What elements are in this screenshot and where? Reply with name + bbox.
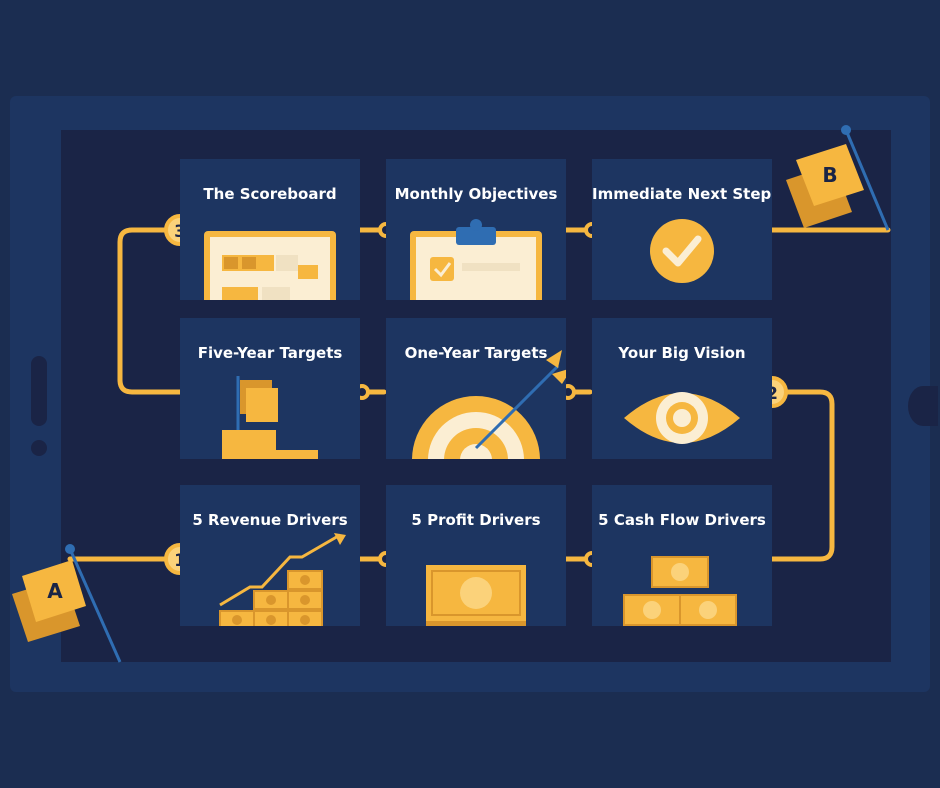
- tablet-camera-dot: [31, 440, 47, 456]
- step-title: The Scoreboard: [203, 185, 337, 203]
- eye-icon: [624, 392, 740, 444]
- step-title: 5 Cash Flow Drivers: [598, 511, 766, 529]
- step-card-scoreboard: The Scoreboard: [180, 159, 360, 300]
- step-card-immediate-next-steps: Immediate Next Steps: [592, 159, 772, 300]
- loop-connector-right: [769, 389, 835, 562]
- end-flag-icon: B: [786, 125, 890, 231]
- checkmark-icon: [650, 219, 714, 283]
- step-title: 5 Revenue Drivers: [192, 511, 348, 529]
- tablet-side-button: [31, 356, 47, 426]
- loop-connector-left: [117, 227, 183, 395]
- start-flag-icon: A: [12, 544, 122, 663]
- step-card-monthly-objectives: Monthly Objectives: [386, 159, 566, 300]
- step-card-five-year-targets: Five-Year Targets: [180, 318, 360, 459]
- svg-text:A: A: [47, 579, 63, 603]
- svg-text:2: 2: [766, 384, 778, 404]
- step-title: 5 Profit Drivers: [411, 511, 541, 529]
- money-stairs-icon: [219, 533, 346, 626]
- step-title: Your Big Vision: [618, 344, 746, 362]
- step-card-one-year-targets: One-Year Targets: [386, 318, 566, 459]
- money-stack-icon: [623, 556, 737, 626]
- target-arrow-icon: [412, 350, 566, 459]
- step-card-cash-flow-drivers: 5 Cash Flow Drivers: [592, 485, 772, 626]
- step-card-big-vision: Your Big Vision: [592, 318, 772, 459]
- tablet-home-button: [908, 386, 938, 426]
- scoreboard-icon: [204, 231, 336, 300]
- step-title: Immediate Next Steps: [592, 185, 772, 203]
- step-card-revenue-drivers: 5 Revenue Drivers: [180, 485, 360, 626]
- clipboard-icon: [410, 219, 542, 300]
- banknote-icon: [426, 565, 526, 626]
- podium-flag-icon: [222, 376, 318, 459]
- step-title: Five-Year Targets: [197, 344, 343, 362]
- svg-text:B: B: [822, 163, 837, 187]
- step-title: One-Year Targets: [404, 344, 548, 362]
- step-card-profit-drivers: 5 Profit Drivers: [386, 485, 566, 626]
- step-title: Monthly Objectives: [394, 185, 558, 203]
